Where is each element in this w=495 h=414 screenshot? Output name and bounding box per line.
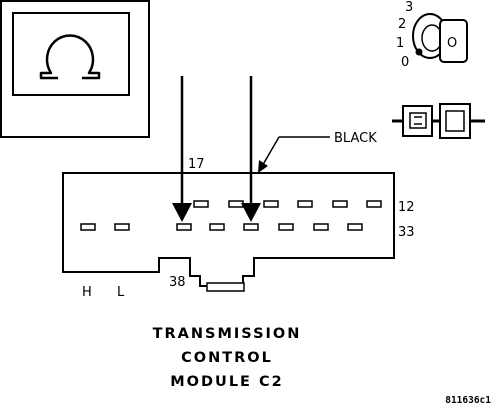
bottom-pin bbox=[80, 223, 96, 231]
test-lead-right bbox=[241, 76, 261, 222]
pin-label-33: 33 bbox=[398, 225, 415, 240]
bottom-pin bbox=[278, 223, 294, 231]
test-lead-left-arrowhead bbox=[172, 203, 192, 222]
key-position-1: 1 bbox=[396, 36, 404, 51]
top-pin bbox=[263, 200, 279, 208]
test-lead-right-arrowhead bbox=[241, 203, 261, 222]
plug-male-body bbox=[402, 105, 433, 137]
ohmmeter-icon bbox=[0, 0, 150, 138]
plug-female-detail bbox=[445, 110, 465, 132]
pin-label-17: 17 bbox=[188, 157, 205, 172]
ignition-key-icon: 3 2 1 0 O bbox=[396, 0, 468, 70]
connector-plug-icon bbox=[392, 103, 485, 139]
key-position-0: 0 bbox=[401, 55, 409, 70]
bottom-pin bbox=[313, 223, 329, 231]
key-position-marker bbox=[415, 48, 423, 56]
pin-label-38: 38 bbox=[169, 275, 186, 290]
top-pin bbox=[228, 200, 244, 208]
key-position-3: 3 bbox=[405, 0, 413, 15]
plug-male-detail bbox=[409, 112, 427, 129]
bottom-pin bbox=[176, 223, 192, 231]
figure-id: 811636c1 bbox=[445, 395, 491, 406]
key-position-2: 2 bbox=[398, 17, 406, 32]
title-line-2: CONTROL bbox=[181, 350, 273, 366]
title-line-1: TRANSMISSION bbox=[153, 326, 302, 342]
top-pin bbox=[332, 200, 348, 208]
pin-label-12: 12 bbox=[398, 200, 415, 215]
ohmmeter-outer-frame bbox=[0, 0, 150, 138]
wire-color-leader-arrowhead bbox=[258, 160, 268, 173]
omega-symbol-icon bbox=[39, 34, 101, 80]
title-line-3: MODULE C2 bbox=[170, 374, 284, 390]
bottom-pin-row bbox=[80, 223, 363, 231]
key-label: O bbox=[447, 36, 457, 51]
connector-body bbox=[62, 172, 395, 287]
top-pin bbox=[366, 200, 382, 208]
top-pin-row bbox=[193, 200, 382, 208]
bottom-pin bbox=[347, 223, 363, 231]
test-lead-left bbox=[172, 76, 192, 222]
top-pin bbox=[297, 200, 313, 208]
bottom-pin bbox=[209, 223, 225, 231]
pin-label-h: H bbox=[82, 285, 92, 300]
top-pin bbox=[193, 200, 209, 208]
ohmmeter-display bbox=[12, 12, 130, 96]
pin-label-l: L bbox=[117, 285, 125, 300]
wire-color-leader-arrow-line bbox=[260, 136, 280, 169]
bottom-pin bbox=[243, 223, 259, 231]
key-head-shape bbox=[439, 19, 468, 63]
connector-lock-tab bbox=[206, 282, 245, 292]
plug-female-body bbox=[439, 103, 471, 139]
wire-color-label: BLACK bbox=[334, 131, 377, 146]
bottom-pin bbox=[114, 223, 130, 231]
